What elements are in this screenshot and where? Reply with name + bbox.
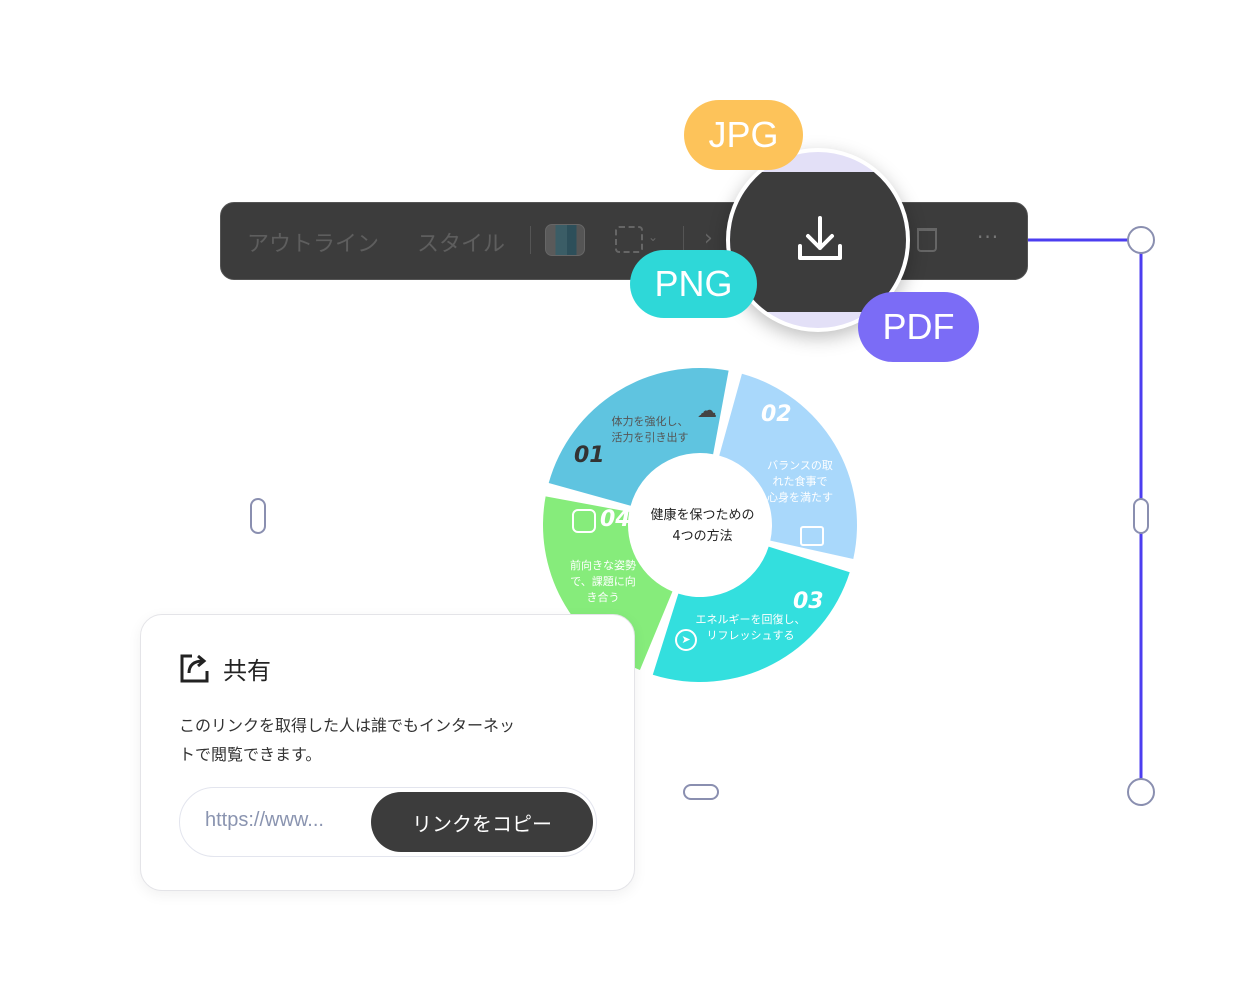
segment-4-text: 前向きな姿勢で、課題に向き合う <box>570 559 636 604</box>
style-button[interactable]: スタイル <box>417 232 506 257</box>
share-link-field: https://www... リンクをコピー <box>179 787 597 857</box>
segment-3 <box>543 496 673 671</box>
diagram-center-title: 健康を保つための 4つの方法 <box>630 505 775 547</box>
segment-4 <box>548 368 729 506</box>
format-jpg-button[interactable]: JPG <box>684 100 803 170</box>
more-icon[interactable]: ··· <box>977 225 1000 249</box>
color-swatch-button[interactable] <box>545 224 585 256</box>
segment-1-text: 体力を強化し、活力を引き出す <box>611 415 689 444</box>
segment-2-number: 02 <box>761 402 792 427</box>
cloud-bolt-icon: ☁ <box>697 398 717 422</box>
center-line-2: 4つの方法 <box>672 529 733 544</box>
share-description: このリンクを取得した人は誰でもインターネットで閲覧できます。 <box>179 716 516 764</box>
center-circle <box>632 457 768 593</box>
chevron-right-icon[interactable]: › <box>704 226 713 251</box>
chevron-down-icon[interactable]: ⌄ <box>648 230 659 244</box>
code-window-icon <box>800 526 824 546</box>
trash-icon[interactable] <box>917 228 937 252</box>
share-icon <box>180 654 209 683</box>
segment-1 <box>719 373 858 559</box>
resize-handle-right[interactable] <box>1133 498 1149 534</box>
scale-icon <box>572 509 596 533</box>
resize-handle-top-right[interactable] <box>1127 226 1155 254</box>
frame-select-icon[interactable] <box>615 226 643 253</box>
share-panel: 共有 このリンクを取得した人は誰でもインターネットで閲覧できます。 https:… <box>140 614 635 891</box>
share-title: 共有 <box>223 657 271 685</box>
segment-1-number: 01 <box>574 443 605 468</box>
outline-button[interactable]: アウトライン <box>247 232 380 257</box>
format-png-button[interactable]: PNG <box>630 250 757 318</box>
download-icon <box>798 216 842 260</box>
segment-2-text: バランスの取れた食事で心身を満たす <box>767 459 833 504</box>
divider <box>683 226 684 254</box>
format-pdf-button[interactable]: PDF <box>858 292 979 362</box>
copy-link-button[interactable]: リンクをコピー <box>371 792 593 852</box>
divider <box>530 226 531 254</box>
navigation-icon: ➤ <box>675 629 697 651</box>
resize-handle-left[interactable] <box>250 498 266 534</box>
segment-4-number: 04 <box>600 507 631 532</box>
segment-2 <box>652 546 850 682</box>
share-url-input[interactable]: https://www... <box>205 809 324 831</box>
resize-handle-bottom-right[interactable] <box>1127 778 1155 806</box>
center-line-1: 健康を保つための <box>650 508 755 523</box>
segment-3-text: エネルギーを回復し、リフレッシュする <box>695 613 806 642</box>
resize-handle-bottom[interactable] <box>683 784 719 800</box>
segment-3-number: 03 <box>793 589 824 614</box>
